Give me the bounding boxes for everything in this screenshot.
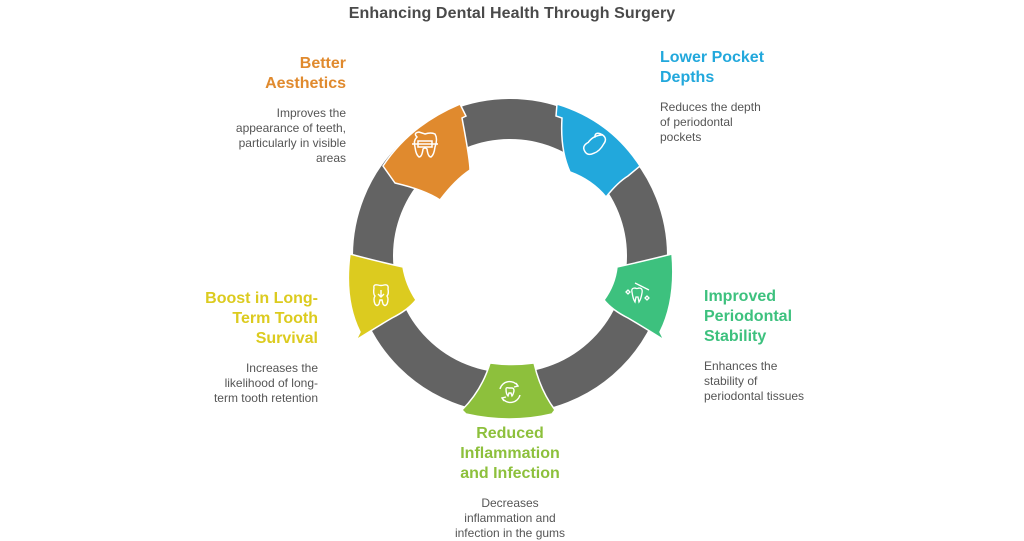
tooth-down-arrow-icon: [372, 284, 390, 307]
title-line: Term Tooth: [232, 310, 318, 327]
gum-tooth-icon: [582, 132, 607, 156]
description-line: stability of: [704, 374, 758, 388]
item-pocket: Lower Pocket Depths Reduces the depth of…: [660, 48, 860, 145]
tooth-toothbrush-sparkle-icon: [625, 282, 650, 304]
description-line: inflammation and: [464, 511, 556, 525]
title-line: Boost in Long-: [205, 290, 318, 307]
title-line: and Infection: [460, 465, 560, 482]
segment-aesthetics: [382, 103, 471, 202]
title-line: Survival: [255, 330, 318, 347]
description-line: infection in the gums: [454, 526, 566, 540]
item-description: Increases the likelihood of long- term t…: [120, 361, 318, 406]
item-title: Reduced Inflammation and Infection: [430, 424, 590, 484]
segment-pocket: [555, 103, 641, 199]
description-line: areas: [315, 151, 346, 165]
segment-inflammation: [460, 362, 556, 420]
item-description: Decreases inflammation and infection in …: [430, 496, 590, 541]
description-line: Increases the: [245, 361, 318, 375]
tooth-braces-icon: [412, 131, 438, 158]
title-line: Aesthetics: [265, 75, 346, 92]
diagram-title: Enhancing Dental Health Through Surgery: [348, 5, 676, 22]
title-line: Stability: [704, 328, 767, 345]
segment-stability: [603, 253, 674, 343]
item-description: Improves the appearance of teeth, partic…: [150, 106, 346, 166]
title-line: Lower Pocket: [660, 49, 765, 66]
item-description: Enhances the stability of periodontal ti…: [704, 359, 904, 404]
description-line: Enhances the: [704, 359, 778, 373]
title-line: Inflammation: [460, 445, 560, 462]
title-line: Improved: [704, 288, 777, 305]
description-line: Improves the: [276, 106, 346, 120]
description-line: periodontal tissues: [704, 389, 805, 403]
description-line: pockets: [660, 130, 702, 144]
description-line: particularly in visible: [238, 136, 346, 150]
item-stability: Improved Periodontal Stability Enhances …: [704, 287, 904, 404]
title-line: Depths: [660, 69, 715, 86]
item-survival: Boost in Long- Term Tooth Survival Incre…: [120, 289, 318, 406]
item-title: Boost in Long- Term Tooth Survival: [120, 289, 318, 349]
item-aesthetics: Better Aesthetics Improves the appearanc…: [150, 54, 346, 166]
item-inflammation: Reduced Inflammation and Infection Decre…: [430, 424, 590, 541]
title-line: Periodontal: [704, 308, 793, 325]
description-line: appearance of teeth,: [235, 121, 346, 135]
segment-survival: [347, 253, 417, 343]
title-line: Reduced: [476, 425, 544, 442]
item-title: Improved Periodontal Stability: [704, 287, 904, 347]
description-line: term tooth retention: [213, 391, 318, 405]
item-title: Better Aesthetics: [150, 54, 346, 94]
item-title: Lower Pocket Depths: [660, 48, 860, 88]
tooth-cycle-arrows-icon: [499, 380, 521, 404]
item-description: Reduces the depth of periodontal pockets: [660, 100, 860, 145]
description-line: Decreases: [481, 496, 539, 510]
description-line: Reduces the depth: [660, 100, 761, 114]
description-line: of periodontal: [660, 115, 733, 129]
title-line: Better: [299, 55, 346, 72]
description-line: likelihood of long-: [224, 376, 318, 390]
